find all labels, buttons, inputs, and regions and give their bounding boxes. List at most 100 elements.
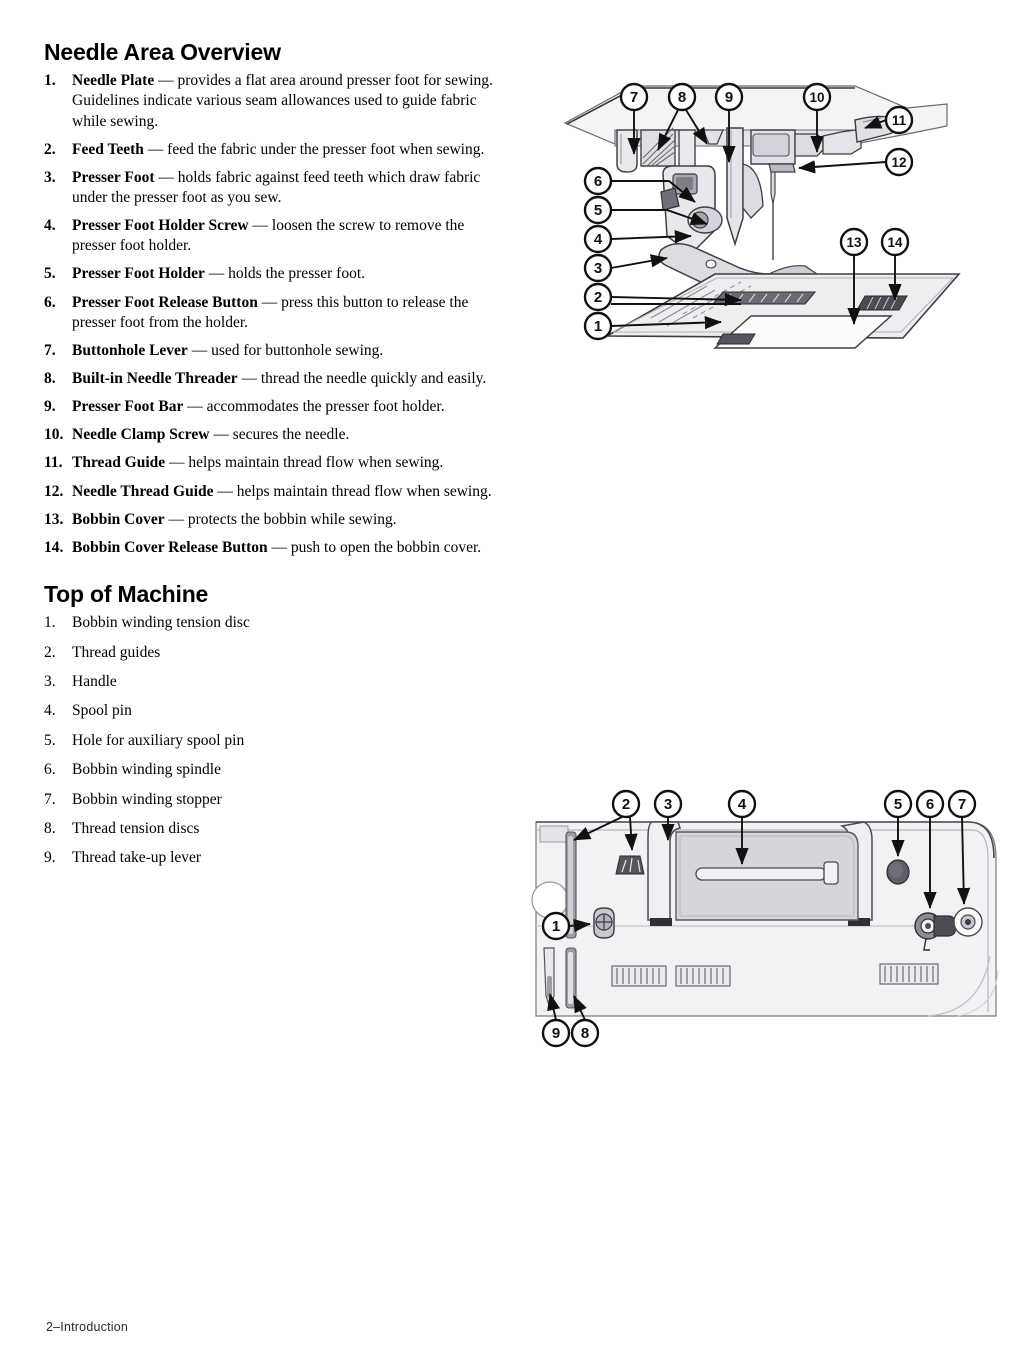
list-item: 9.Presser Foot Bar — accommodates the pr… [44, 397, 504, 417]
list-item-description: — holds fabric against feed teeth which … [72, 168, 481, 206]
callout-circle [583, 195, 613, 225]
callout-badge-14: 14 [880, 227, 910, 257]
callout-circle [583, 224, 613, 254]
callout-number: 3 [594, 260, 602, 277]
list-item-number: 2. [44, 643, 56, 661]
list-item-number: 2. [44, 140, 56, 158]
list-item: 7.Buttonhole Lever — used for buttonhole… [44, 341, 504, 361]
list-item: 6.Bobbin winding spindle [44, 760, 504, 779]
callout-number: 9 [552, 1025, 560, 1042]
callout-badge-9: 9 [541, 1018, 571, 1048]
callout-badge-8: 8 [570, 1018, 600, 1048]
vent-grilles [611, 963, 939, 987]
list-item-number: 3. [44, 673, 56, 691]
list-item-label: Thread tension discs [72, 819, 200, 837]
list-item-number: 7. [44, 341, 56, 359]
callout-circle [714, 82, 744, 112]
callout-circle [611, 789, 641, 819]
list-item-number: 4. [44, 217, 56, 235]
callout-circle [541, 911, 571, 941]
list-item: 10.Needle Clamp Screw — secures the need… [44, 425, 504, 445]
page-title: Needle Area Overview [44, 39, 281, 65]
list-item: 7. Bobbin winding stopper [44, 790, 504, 809]
list-item: 11. Thread Guide — helps maintain thread … [44, 453, 504, 473]
feed-teeth-part [711, 291, 817, 305]
list-item-number: 1. [44, 72, 56, 90]
list-item-number: 1. [44, 614, 56, 632]
callout-badge-8: 8 [667, 82, 697, 112]
callout-badge-4: 4 [727, 789, 757, 819]
list-item-label: Thread take-up lever [72, 849, 202, 867]
list-item-number: 9. [44, 398, 56, 416]
thread-guide-marker [615, 855, 645, 875]
callout-circle [583, 166, 613, 196]
list-item-term: Presser Foot Holder Screw [72, 217, 249, 235]
callout-number: 13 [846, 235, 862, 250]
list-item: 2. Thread guides [44, 643, 504, 662]
list-item-description: — provides a flat area around presser fo… [72, 72, 493, 130]
callout-circle [619, 82, 649, 112]
callout-number: 12 [891, 155, 906, 170]
top-of-machine-list: 1. Bobbin winding tension disc 2. Thread gu… [44, 613, 504, 867]
list-item: 1. Bobbin winding tension disc [44, 613, 504, 632]
list-item-label: Bobbin winding spindle [72, 761, 221, 779]
list-item-number: 5. [44, 731, 56, 749]
bobbin-winder-part [914, 907, 983, 951]
list-item-description: — helps maintain thread flow when sewing… [165, 454, 444, 472]
callout-circle [883, 789, 913, 819]
list-item-number: 11. [44, 454, 63, 472]
list-item-term: Thread Guide [72, 454, 166, 472]
list-item-number: 7. [44, 790, 56, 808]
list-item: 3.Handle [44, 672, 504, 691]
callout-circle [884, 105, 914, 135]
list-item-number: 12. [44, 482, 64, 500]
list-item-term: Feed Teeth [72, 140, 144, 158]
callout-circle [570, 1018, 600, 1048]
callout-badge-5: 5 [883, 789, 913, 819]
callout-number: 2 [622, 796, 630, 813]
callout-badge-3: 3 [583, 253, 613, 283]
needle-threader-part [640, 127, 724, 171]
callout-number: 1 [594, 318, 602, 335]
list-item: 3.Presser Foot — holds fabric against fe… [44, 168, 504, 208]
list-item-term: Presser Foot Release Button [72, 293, 258, 311]
list-item: 4.Presser Foot Holder Screw — loosen the… [44, 216, 504, 256]
callout-number: 6 [594, 173, 602, 190]
callout-badge-11: 11 [884, 105, 914, 135]
callout-badge-1: 1 [541, 911, 571, 941]
callout-badge-6: 6 [915, 789, 945, 819]
callout-number: 8 [678, 89, 686, 106]
list-item-label: Bobbin winding stopper [72, 790, 222, 808]
callout-badge-4: 4 [583, 224, 613, 254]
callout-number: 4 [738, 796, 747, 813]
list-item: 8.Built-in Needle Threader — thread the … [44, 369, 504, 389]
list-item-number: 13. [44, 510, 64, 528]
list-item-term: Built-in Needle Threader [72, 369, 238, 387]
callout-number: 4 [594, 231, 603, 248]
list-item-label: Bobbin winding tension disc [72, 614, 250, 632]
leader-lines [547, 816, 971, 1021]
list-item: 5.Presser Foot Holder — holds the presse… [44, 264, 504, 284]
list-item-description: — push to open the bobbin cover. [267, 538, 482, 556]
page-footer: 2–Introduction [46, 1320, 129, 1334]
list-item-label: Thread guides [72, 643, 161, 661]
list-item: 6.Presser Foot Release Button — press th… [44, 293, 504, 333]
callout-number: 7 [958, 796, 966, 813]
list-item-description: — accommodates the presser foot holder. [183, 398, 445, 416]
list-item-number: 5. [44, 265, 56, 283]
list-item-description: — helps maintain thread flow when sewing… [213, 482, 492, 500]
callout-circle [884, 147, 914, 177]
list-item-number: 10. [44, 426, 64, 444]
callout-badge-5: 5 [583, 195, 613, 225]
list-item: 4.Spool pin [44, 701, 504, 720]
aux-spool-hole-part [886, 859, 910, 885]
list-item: 13.Bobbin Cover — protects the bobbin wh… [44, 510, 504, 530]
list-item-number: 3. [44, 168, 56, 186]
callout-number: 5 [894, 796, 902, 813]
list-item-description: — thread the needle quickly and easily. [237, 369, 487, 387]
list-item-number: 9. [44, 849, 56, 867]
